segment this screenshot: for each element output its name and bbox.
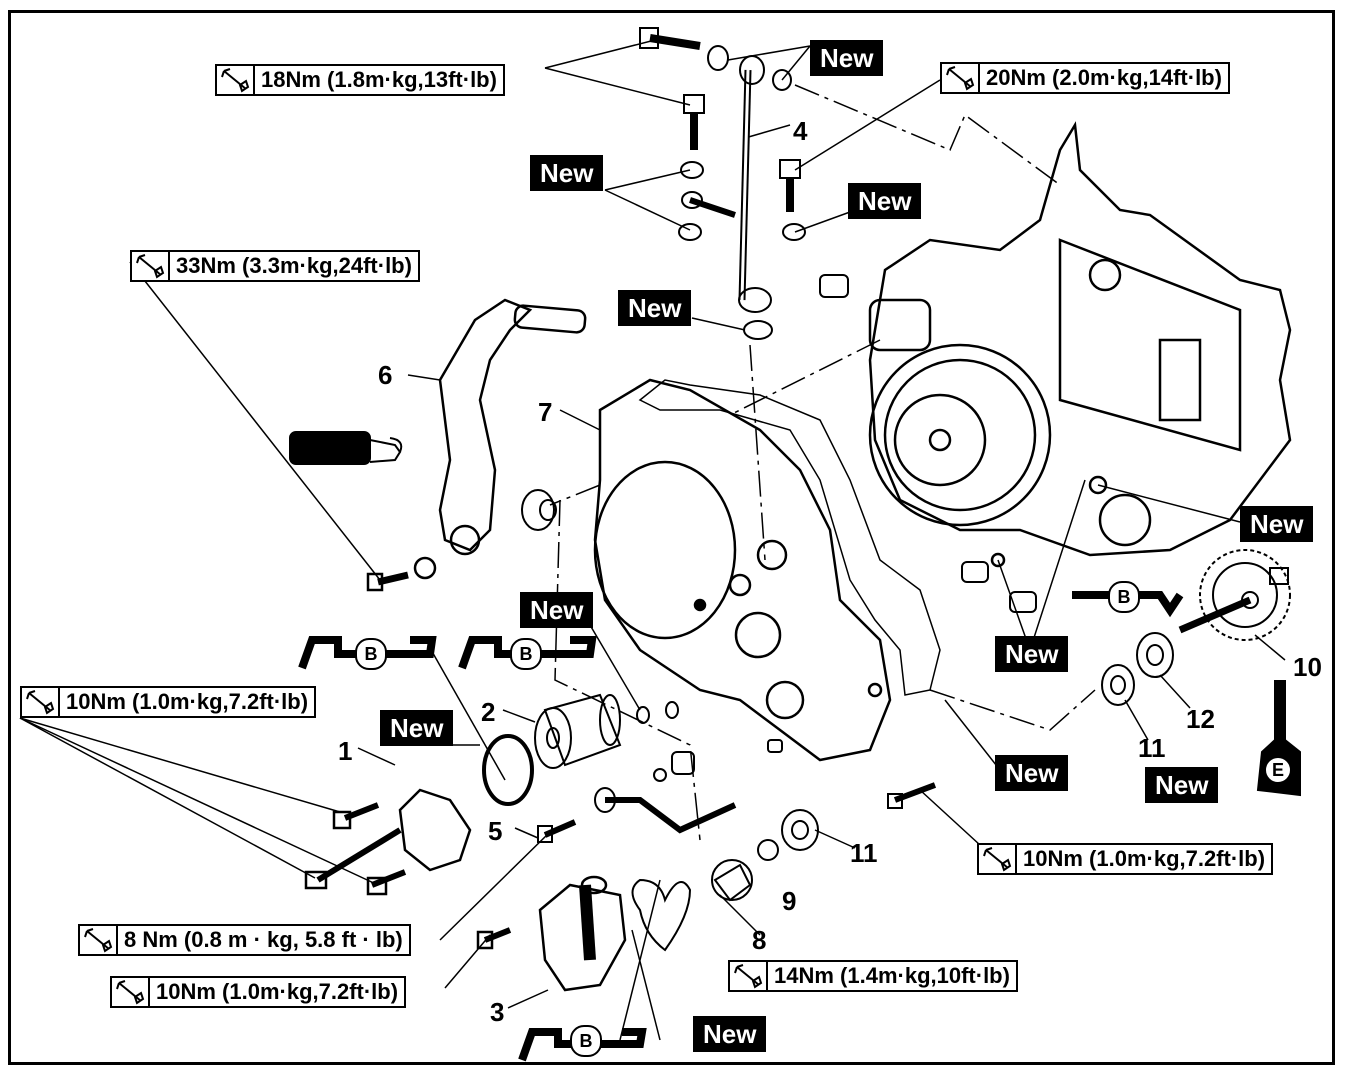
part-number-6: 6 <box>378 360 393 390</box>
torque-value: 10Nm (1.0m·kg,7.2ft·lb) <box>1023 846 1266 871</box>
pump-gear-shaft <box>1178 549 1291 641</box>
new-tag: New <box>995 755 1069 791</box>
part-number-7: 7 <box>538 397 553 427</box>
oil-filter <box>534 693 622 769</box>
pump-gasket <box>631 878 692 952</box>
new-tag: New <box>1240 506 1314 542</box>
oil-symbol: E <box>1271 760 1284 780</box>
thread-lock-bottle <box>289 431 403 465</box>
new-tag: New <box>995 636 1069 672</box>
part-number-2: 2 <box>481 697 496 727</box>
new-tag: New <box>520 592 594 628</box>
new-tag: New <box>693 1016 767 1052</box>
clutch-cover <box>593 378 892 762</box>
part-number-11-right: 11 <box>1138 733 1166 763</box>
torque-label-14nm: 14Nm (1.4m·kg,10ft·lb) <box>728 960 1018 992</box>
torque-label-10nm-cover: 10Nm (1.0m·kg,7.2ft·lb) <box>977 843 1274 875</box>
diagram-frame <box>8 10 1335 1065</box>
water-pump-cover <box>476 875 627 992</box>
cover-gasket <box>638 379 941 696</box>
bearings-11-12 <box>1101 632 1174 706</box>
grease-symbol-2: B <box>510 638 542 670</box>
part-number-4: 4 <box>793 116 808 146</box>
o-rings <box>636 476 1107 724</box>
torque-label-18nm: 18Nm (1.8m·kg,13ft·lb) <box>215 64 505 96</box>
torque-label-10nm-filter: 10Nm (1.0m·kg,7.2ft·lb) <box>20 686 317 718</box>
torque-label-8nm: 8 Nm (0.8 m · kg, 5.8 ft · lb) <box>78 924 411 956</box>
filter-o-ring <box>482 734 534 806</box>
kick-starter-lever <box>366 298 587 592</box>
new-tag: New <box>810 40 884 76</box>
part-number-12: 12 <box>1186 704 1215 734</box>
torque-wrench-icon <box>132 252 170 280</box>
torque-value: 18Nm (1.8m·kg,13ft·lb) <box>261 67 497 92</box>
oil-pipe <box>681 55 772 313</box>
grease-symbol-3: B <box>1108 581 1140 613</box>
dowel-pins <box>653 274 1037 782</box>
grease-symbol-4: B <box>570 1025 602 1057</box>
grease-symbol-1: B <box>355 638 387 670</box>
washer-9 <box>757 839 779 861</box>
torque-label-10nm-pump: 10Nm (1.0m·kg,7.2ft·lb) <box>110 976 407 1008</box>
centerlines <box>549 84 1096 841</box>
torque-label-20nm: 20Nm (2.0m·kg,14ft·lb) <box>940 62 1230 94</box>
torque-wrench-icon <box>979 845 1017 873</box>
new-tag: New <box>530 155 604 191</box>
torque-value: 10Nm (1.0m·kg,7.2ft·lb) <box>156 979 399 1004</box>
union-bolts <box>639 27 806 340</box>
torque-wrench-icon <box>112 978 150 1006</box>
part-number-10: 10 <box>1293 652 1322 682</box>
leader-lines <box>19 39 1286 1041</box>
part-number-9: 9 <box>782 886 797 916</box>
torque-wrench-icon <box>80 926 118 954</box>
torque-wrench-icon <box>942 64 980 92</box>
torque-value: 14Nm (1.4m·kg,10ft·lb) <box>774 963 1010 988</box>
oil-bottle <box>1256 680 1301 797</box>
torque-wrench-icon <box>22 688 60 716</box>
grease-gun-icons <box>298 591 1184 1062</box>
torque-value: 10Nm (1.0m·kg,7.2ft·lb) <box>66 689 309 714</box>
bearing-11-lower <box>781 809 819 851</box>
torque-value: 20Nm (2.0m·kg,14ft·lb) <box>986 65 1222 90</box>
torque-label-33nm: 33Nm (3.3m·kg,24ft·lb) <box>130 250 420 282</box>
torque-wrench-icon <box>730 962 768 990</box>
part-number-11-lower: 11 <box>850 838 878 868</box>
torque-wrench-icon <box>217 66 255 94</box>
filter-cover <box>304 788 472 896</box>
part-number-1: 1 <box>338 736 353 766</box>
bearing-left <box>521 489 557 531</box>
new-tag: New <box>618 290 692 326</box>
torque-value: 33Nm (3.3m·kg,24ft·lb) <box>176 253 412 278</box>
impeller <box>711 859 753 902</box>
new-tag: New <box>1145 767 1219 803</box>
new-tag: New <box>380 710 454 746</box>
torque-value: 8 Nm (0.8 m · kg, 5.8 ft · lb) <box>124 927 403 952</box>
part-number-8: 8 <box>752 925 767 955</box>
part-number-3: 3 <box>490 997 505 1027</box>
new-tag: New <box>848 183 922 219</box>
part-number-5: 5 <box>488 816 503 846</box>
crankcase <box>868 121 1292 568</box>
water-hose <box>537 787 737 843</box>
